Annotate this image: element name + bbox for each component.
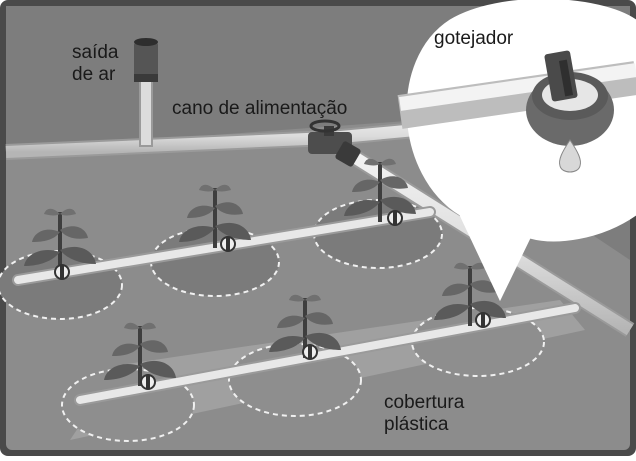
air-pipe xyxy=(139,79,153,147)
dripper-icon xyxy=(526,50,614,146)
label-air-outlet: saída de ar xyxy=(72,42,118,86)
water-drop-icon xyxy=(559,139,581,173)
dripper-icon xyxy=(302,344,318,360)
dripper-icon xyxy=(220,236,236,252)
label-dripper: gotejador xyxy=(434,28,514,49)
dripper-callout xyxy=(397,0,636,302)
label-air-outlet-line2: de ar xyxy=(72,64,116,85)
label-plastic-cover-line1: cobertura xyxy=(384,392,465,413)
main-valve-icon xyxy=(308,119,361,167)
label-feed-pipe: cano de alimentação xyxy=(172,98,348,119)
label-air-outlet-line1: saída xyxy=(72,42,119,63)
dripper-icon xyxy=(54,264,70,280)
dripper-icon xyxy=(140,374,156,390)
air-valve-icon xyxy=(134,38,158,82)
dripper-icon xyxy=(475,312,491,328)
label-plastic-cover: cobertura plástica xyxy=(384,392,464,436)
label-plastic-cover-line2: plástica xyxy=(384,414,449,435)
dripper-icon xyxy=(387,210,403,226)
